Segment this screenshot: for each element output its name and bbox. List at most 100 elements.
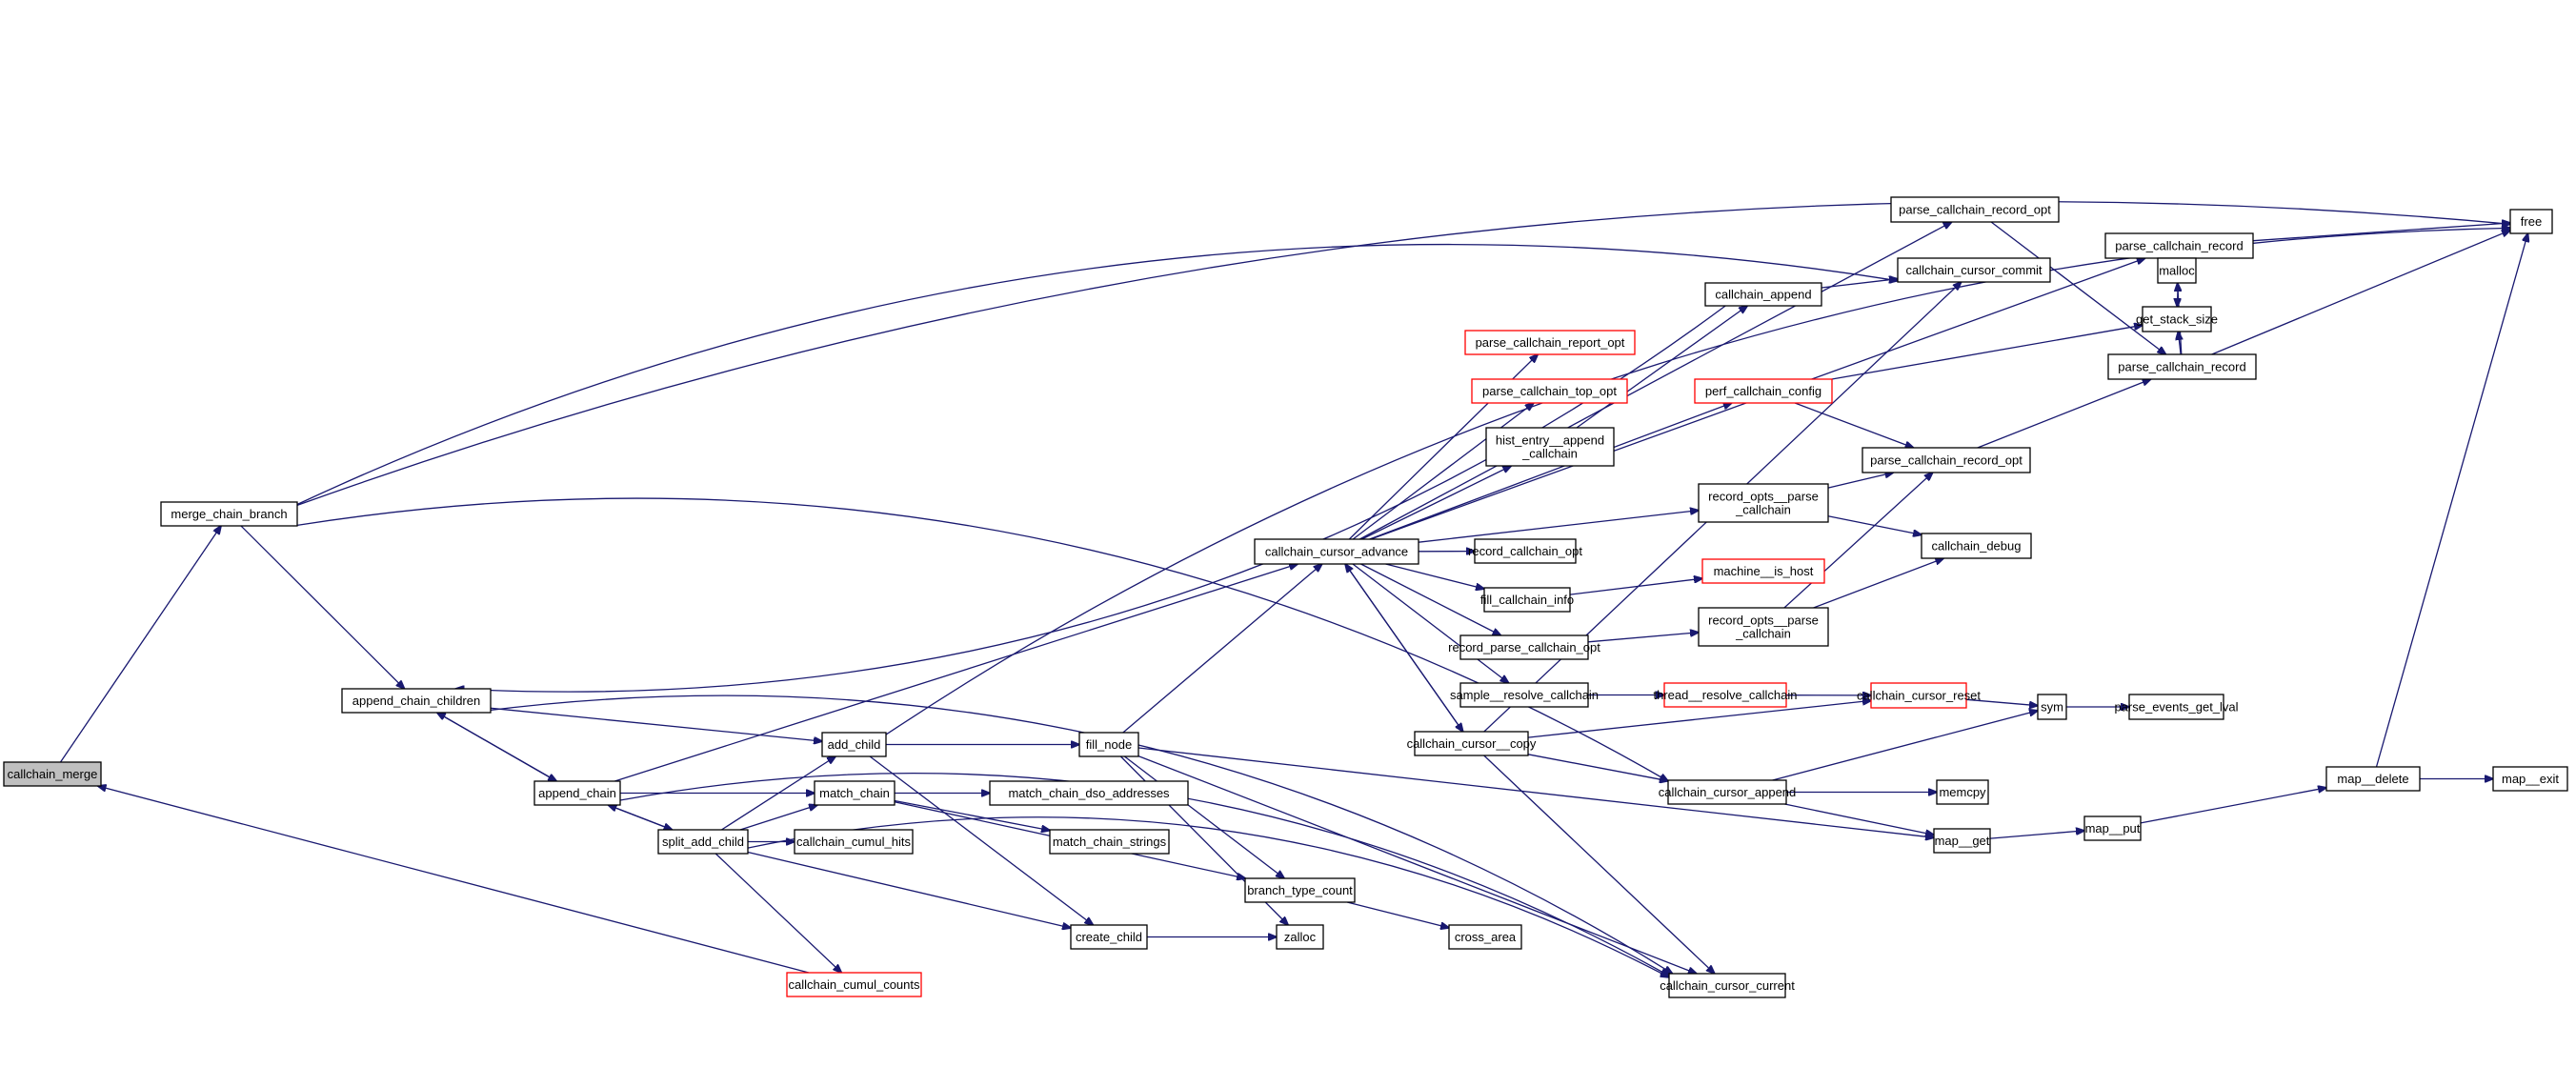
node-box (1890, 196, 2060, 223)
node-box (2509, 209, 2553, 234)
node-fill-node[interactable]: fill_node (1078, 732, 1139, 757)
node-label: branch_type_count (1247, 883, 1353, 897)
node-match-chain[interactable]: match_chain (814, 780, 896, 806)
node-label: parse_callchain_top_opt (1482, 384, 1617, 398)
edge-callchain_cursor_append-to-sym (1772, 711, 2038, 781)
node-parse-callchain-record-1[interactable]: parse_callchain_record (2104, 232, 2254, 259)
node-label: match_chain (819, 786, 890, 800)
node-callchain-cursor-append[interactable]: callchain_cursor_append (1659, 779, 1797, 805)
node-record-callchain-opt[interactable]: record_callchain_opt (1468, 538, 1582, 564)
node-box (657, 829, 749, 855)
node-cross-area[interactable]: cross_area (1448, 924, 1522, 950)
node-append-chain[interactable]: append_chain (533, 780, 621, 806)
node-map--put[interactable]: map__put (2083, 815, 2142, 841)
node-box (821, 732, 887, 757)
edge-callchain_cursor__copy-to-callchain_cursor_advance (1345, 564, 1464, 733)
node-parse-callchain-report-opt[interactable]: parse_callchain_report_opt (1464, 330, 1636, 355)
edge-parse_callchain_record_opt_1-to-parse_callchain_record_2 (1990, 221, 2165, 354)
node-label: match_chain_dso_addresses (1008, 786, 1170, 800)
node-machine--is-host[interactable]: machine__is_host (1701, 558, 1825, 584)
node-callchain-append[interactable]: callchain_append (1704, 282, 1822, 307)
node-label: parse_callchain_report_opt (1476, 335, 1625, 350)
node-parse-events-get-lval[interactable]: parse_events_get_lval (2114, 694, 2239, 720)
node-sym[interactable]: sym (2037, 694, 2067, 720)
node-box (341, 688, 492, 714)
node-label: fill_callchain_info (1480, 593, 1574, 607)
edge-callchain_cursor_advance-to-fill_callchain_info (1385, 563, 1485, 589)
edge-append_chain_children-to-add_child (490, 707, 822, 741)
node-split-add-child[interactable]: split_add_child (657, 829, 749, 855)
node-match-chain-strings[interactable]: match_chain_strings (1049, 829, 1170, 855)
node-callchain-cumul-hits[interactable]: callchain_cumul_hits (794, 829, 914, 855)
edge-fill_node-to-branch_type_count (1124, 755, 1284, 878)
node-memcpy[interactable]: memcpy (1936, 779, 1989, 805)
node-map--exit[interactable]: map__exit (2492, 766, 2568, 792)
node-label: hist_entry__append (1496, 433, 1604, 448)
node-sample--resolve-callchain[interactable]: sample__resolve_callchain (1450, 682, 1599, 708)
node-callchain-merge[interactable]: callchain_merge (3, 761, 102, 787)
node-callchain-cursor--copy[interactable]: callchain_cursor__copy (1407, 731, 1537, 756)
node-record-opts--parse-callchain-2[interactable]: record_opts__parse_callchain (1698, 607, 1829, 647)
node-callchain-cursor-current[interactable]: callchain_cursor_current (1660, 973, 1795, 998)
edge-perf_callchain_config-to-parse_callchain_record_opt_2 (1794, 402, 1914, 448)
node-box (1933, 828, 1991, 854)
node-add-child[interactable]: add_child (821, 732, 887, 757)
edge-callchain_cursor_advance-to-record_opts__parse_callchain_1 (1418, 511, 1699, 543)
node-label: parse_events_get_lval (2114, 700, 2238, 715)
edge-callchain_cumul_counts-to-callchain_merge (98, 786, 810, 974)
node-box (1897, 257, 2051, 283)
node-label: record_opts__parse (1708, 614, 1819, 628)
node-free[interactable]: free (2509, 209, 2553, 234)
node-label: sym (2041, 700, 2063, 715)
node-box (3, 761, 102, 787)
node-box (1070, 924, 1148, 950)
node-parse-callchain-record-opt-1[interactable]: parse_callchain_record_opt (1890, 196, 2060, 223)
node-label: cross_area (1455, 930, 1517, 944)
node-label: callchain_append (1715, 288, 1811, 302)
node-callchain-cumul-counts[interactable]: callchain_cumul_counts (786, 972, 922, 997)
node-map--get[interactable]: map__get (1933, 828, 1991, 854)
node-box (786, 972, 922, 997)
node-map--delete[interactable]: map__delete (2325, 766, 2421, 792)
node-append-chain-children[interactable]: append_chain_children (341, 688, 492, 714)
node-callchain-cursor-commit[interactable]: callchain_cursor_commit (1897, 257, 2051, 283)
node-box (1448, 924, 1522, 950)
node-merge-chain-branch[interactable]: merge_chain_branch (160, 501, 298, 527)
node-box (1870, 682, 1967, 709)
node-callchain-cursor-reset[interactable]: callchain_cursor_reset (1857, 682, 1981, 709)
node-create-child[interactable]: create_child (1070, 924, 1148, 950)
edge-append_chain-to-callchain_cursor_advance (614, 564, 1298, 782)
node-hist-entry--append-callchain[interactable]: hist_entry__append_callchain (1485, 427, 1615, 467)
edge-record_opts__parse_callchain_1-to-parse_callchain_record_opt_2 (1827, 473, 1894, 489)
node-parse-callchain-top-opt[interactable]: parse_callchain_top_opt (1471, 378, 1628, 404)
node-branch-type-count[interactable]: branch_type_count (1244, 877, 1356, 903)
node-perf-callchain-config[interactable]: perf_callchain_config (1694, 378, 1833, 404)
node-get-stack-size[interactable]: get_stack_size (2136, 306, 2218, 332)
node-parse-callchain-record-2[interactable]: parse_callchain_record (2107, 353, 2257, 380)
edge-callchain_cursor_advance-to-hist_entry__append_callchain (1361, 466, 1512, 540)
edge-merge_chain_branch-to-callchain_cursor_commit (296, 243, 1898, 506)
node-match-chain-dso-addresses[interactable]: match_chain_dso_addresses (989, 780, 1189, 806)
node-fill-callchain-info[interactable]: fill_callchain_info (1480, 587, 1574, 613)
node-label: map__exit (2502, 772, 2559, 786)
node-box (1862, 447, 2031, 473)
node-callchain-debug[interactable]: callchain_debug (1921, 533, 2032, 559)
node-record-opts--parse-callchain-1[interactable]: record_opts__parse_callchain (1698, 483, 1829, 523)
node-box (1464, 330, 1636, 355)
node-record-parse-callchain-opt[interactable]: record_parse_callchain_opt (1448, 634, 1600, 660)
edge-record_opts__parse_callchain_2-to-parse_callchain_record_opt_2 (1783, 473, 1933, 609)
edge-split_add_child-to-add_child (721, 756, 835, 831)
node-callchain-cursor-advance[interactable]: callchain_cursor_advance (1254, 538, 1419, 565)
node-label: add_child (828, 737, 881, 752)
node-box (2107, 353, 2257, 380)
edge-callchain_cursor_advance-to-parse_callchain_report_opt (1348, 354, 1538, 540)
node-label: match_chain_strings (1053, 835, 1167, 849)
node-malloc[interactable]: malloc (2157, 257, 2197, 284)
edge-parse_callchain_record_2-to-free (2211, 231, 2510, 355)
node-label: callchain_cursor_advance (1265, 545, 1408, 559)
node-thread--resolve-callchain[interactable]: thread__resolve_callchain (1653, 682, 1798, 708)
node-label: thread__resolve_callchain (1653, 688, 1797, 702)
node-parse-callchain-record-opt-2[interactable]: parse_callchain_record_opt (1862, 447, 2031, 473)
node-zalloc[interactable]: zalloc (1276, 924, 1324, 950)
